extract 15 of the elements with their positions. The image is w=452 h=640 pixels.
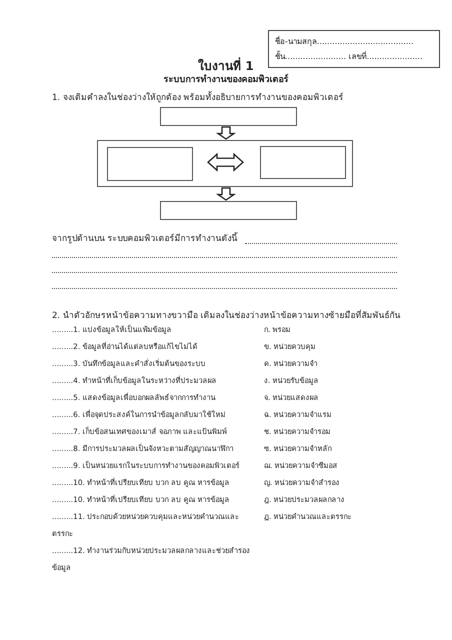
name-line: ชื่อ-นามสกุล...................................... — [275, 35, 415, 48]
block-arrow — [216, 187, 236, 201]
block-arrow — [216, 126, 236, 140]
class-number-line: ชั้น........................ เลขที่...................... — [275, 50, 424, 63]
answer-box — [260, 146, 346, 179]
answer-box — [107, 147, 193, 181]
answer-box — [97, 140, 353, 187]
question: 1. จงเติมคำลงในช่องว่างให้ถูกต้อง พร้อมทั้งอธิบายการทำงานของคอมพิวเตอร์ — [52, 90, 344, 104]
title: ใบงานที่ 1 — [197, 56, 255, 74]
block-arrow — [207, 152, 244, 172]
question: 2. นำตัวอักษรหน้าข้อความทางขวามือ เติมลงในช่องว่างหน้าข้อความทางซ้ายมือที่สัมพันธ์กัน — [52, 308, 401, 322]
answer-box — [160, 107, 297, 126]
answer-box — [160, 201, 297, 220]
answer-prompt: จากรูปด้านบน ระบบคอมพิวเตอร์มีการทำงานดังนี้ — [52, 231, 238, 245]
subtitle: ระบบการทำงานของคอมพิวเตอร์ — [162, 72, 290, 86]
